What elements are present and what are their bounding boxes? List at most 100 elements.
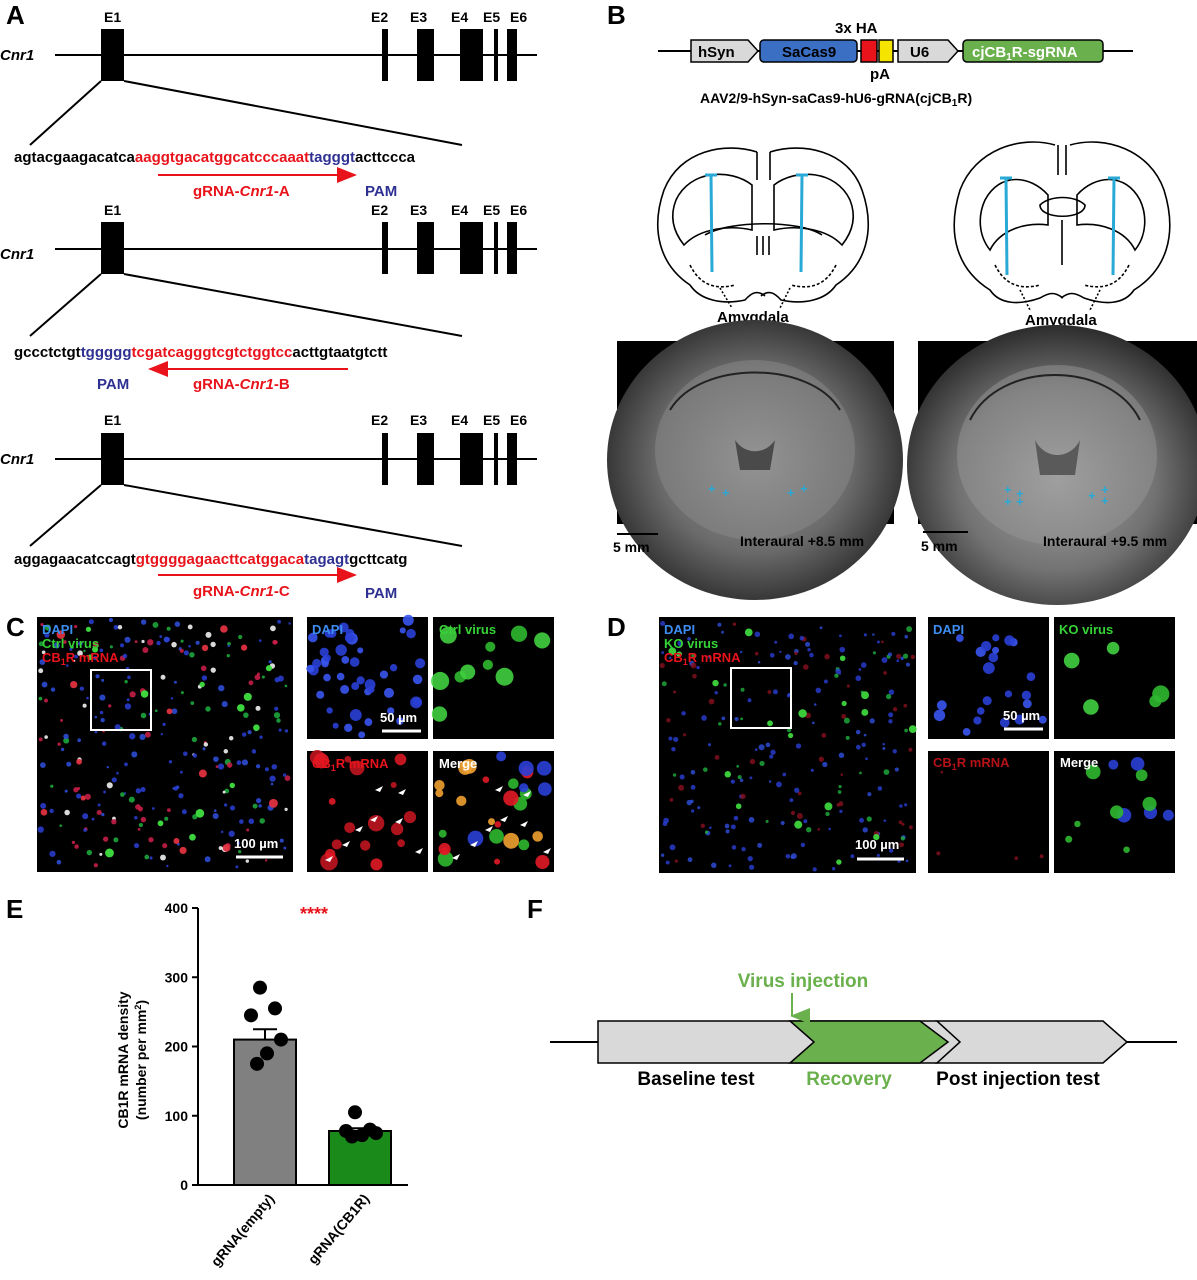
fluorescent-cell [135,804,141,810]
fluorescent-cell [126,698,130,702]
fluorescent-cell [99,694,106,701]
svg-text:+: + [708,481,716,496]
fluorescent-cell [769,652,775,658]
fluorescent-cell [733,815,739,821]
fluorescent-cell [63,737,70,744]
fluorescent-cell [198,769,207,778]
fluorescent-cell [341,656,350,664]
arrowhead-marker [370,816,378,822]
fluorescent-cell [114,724,121,731]
fluorescent-cell [690,769,696,775]
fluorescent-cell [503,790,519,806]
fluorescent-cell [99,648,104,653]
fluorescent-cell [703,767,708,772]
fluorescent-cell [1063,652,1080,669]
fluorescent-cell [336,672,345,681]
fluorescent-cell [218,846,223,850]
fluorescent-cell [899,804,903,808]
fluorescent-cell [258,804,262,808]
exon-e5 [494,433,498,485]
fluorescent-cell [288,622,291,625]
fluorescent-cell [349,657,360,667]
fluorescent-cell [904,634,908,639]
fluorescent-cell [168,760,173,764]
fluorescent-cell [780,820,785,826]
fluorescent-cell [708,656,711,659]
fluorescent-cell [76,758,82,765]
fluorescent-cell [869,718,875,724]
gene-diagram-b: Cnr1 E1 E2 E3 E4 E5 E6 gccctctgttgggggtc… [0,202,537,393]
dapi-label: DAPI [933,622,964,637]
exon-e1 [101,222,124,274]
fluorescent-cell [324,848,336,860]
fluorescent-cell [805,641,811,647]
exon-e4 [460,433,483,485]
fluorescent-cell [164,816,169,821]
fluorescent-cell [38,737,43,742]
grna-label: gRNA-Cnr1-C [193,583,290,600]
fluorescent-cell [124,703,132,710]
fluorescent-cell [127,675,131,680]
fluorescent-cell [813,703,817,706]
grna-label: gRNA-Cnr1-B [193,376,290,393]
fluorescent-cell [669,798,674,802]
fluorescent-cell [747,855,753,862]
fluorescent-cell [660,853,665,857]
fluorescent-cell [134,640,138,644]
fluorescent-cell [180,691,184,695]
fluorescent-cell [224,803,228,807]
fluorescent-cell [837,790,842,794]
fluorescent-cell [199,681,205,688]
fluorescent-cell [217,763,225,770]
exon-label: E5 [483,9,500,25]
exon-label: E6 [510,412,527,428]
fluorescent-cell [210,667,216,673]
fluorescent-cell [772,689,778,695]
fluorescent-cell [1149,695,1162,708]
fluorescent-cell [749,758,756,765]
fluorescent-cell [228,736,234,741]
fluorescent-cell [40,808,48,816]
fluorescent-cell [767,690,772,694]
fluorescent-cell [508,778,519,789]
fluorescent-cell [1026,672,1036,682]
micrograph-d-overview: 100 µm DAPI KO virus CB1R mRNA [659,617,917,873]
fluorescent-cell [139,733,146,741]
needle-tracks-left [705,173,808,273]
fluorescent-cell [665,860,670,865]
exon-label: E3 [410,9,427,25]
panel-letter-a: A [6,0,25,30]
fluorescent-cell [872,651,876,655]
fluorescent-cell [74,654,78,659]
fluorescent-cell [700,823,705,828]
fluorescent-cell [786,728,792,733]
fluorescent-cell [254,674,261,681]
exon-label: E6 [510,9,527,25]
fluorescent-cell [1038,715,1047,724]
fluorescent-cell [779,650,782,654]
fluorescent-cell [308,632,318,643]
fluorescent-cell [714,755,720,760]
fluorescent-cell [370,858,383,871]
fluorescent-cell [908,725,917,734]
fluorescent-cell [201,675,208,681]
fluorescent-cell [183,650,189,656]
fluorescent-cell [38,696,43,701]
fluorescent-cell [220,830,224,834]
fluorescent-cell [356,676,365,685]
fluorescent-cell [271,764,278,770]
fluorescent-cell [736,765,740,768]
fluorescent-cell [790,810,796,816]
exon-label: E4 [451,412,468,428]
exon-label: E5 [483,202,500,218]
fluorescent-cell [248,818,255,825]
fluorescent-cell [44,735,48,739]
fluorescent-cell [877,786,883,791]
fluorescent-cell [732,622,737,627]
fluorescent-cell [809,652,814,658]
fluorescent-cell [494,858,501,865]
fluorescent-cell [223,749,229,754]
fluorescent-cell [245,859,250,863]
fluorescent-cell [74,624,78,629]
grna-label: gRNA-Cnr1-A [193,183,290,200]
